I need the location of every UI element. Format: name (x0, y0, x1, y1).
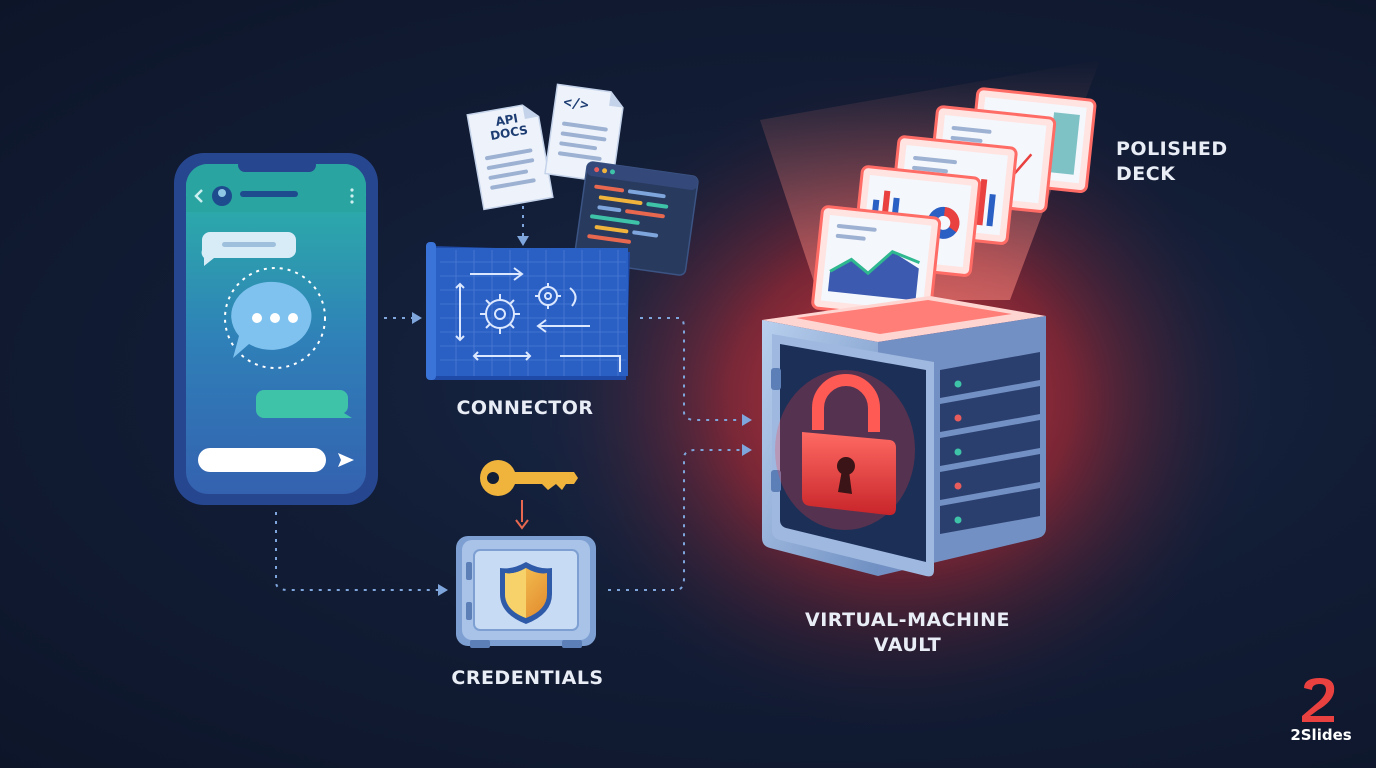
key-icon (480, 460, 578, 530)
deck-label: POLISHED DECK (1116, 137, 1228, 187)
arrowhead (517, 236, 529, 246)
line-phone-to-credentials (275, 512, 438, 591)
api-docs-icon (466, 83, 624, 211)
vault-label-line: VIRTUAL-MACHINE (805, 609, 1010, 631)
blueprint-icon (426, 242, 630, 380)
connector-label: CONNECTOR (456, 397, 594, 419)
arrowhead (412, 312, 422, 324)
safe-icon (456, 536, 596, 648)
deck-label-line: DECK (1116, 163, 1176, 185)
server-vault-icon (762, 296, 1046, 577)
chat-phone-icon (174, 153, 378, 505)
arrowhead (742, 444, 752, 456)
padlock-icon (775, 370, 915, 530)
deck-label-line: POLISHED (1116, 138, 1228, 160)
vault-label: VIRTUAL-MACHINE VAULT (790, 608, 1025, 658)
slide-icon (811, 205, 942, 321)
code-window-icon (573, 161, 699, 276)
polished-deck (811, 87, 1097, 321)
brand-name: 2Slides (1290, 726, 1352, 744)
arrowhead (742, 414, 752, 426)
vault-label-line: VAULT (873, 634, 942, 656)
shield-icon (500, 562, 552, 624)
credentials-label: CREDENTIALS (451, 667, 604, 689)
server-rack-slots (940, 352, 1040, 534)
dotted-connectors (275, 206, 742, 591)
brand-logo-mark (1302, 678, 1335, 722)
arrowhead (438, 584, 448, 596)
arrowheads (412, 236, 752, 596)
line-credentials-to-vault (608, 449, 742, 591)
